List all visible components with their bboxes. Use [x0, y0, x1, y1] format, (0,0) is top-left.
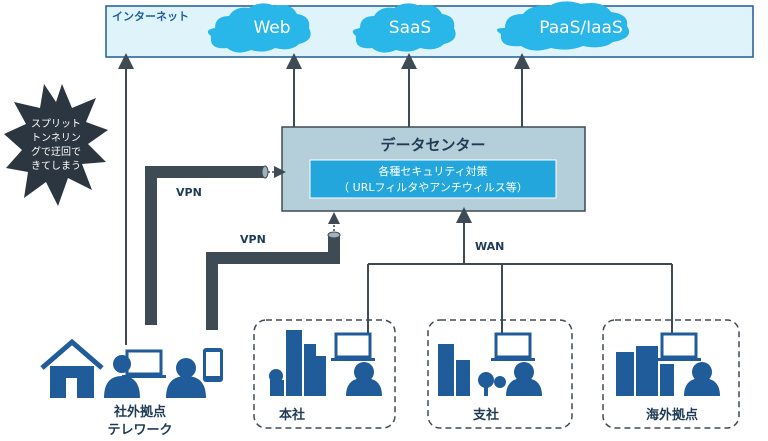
vpn-pipe-1 [145, 165, 286, 325]
head-office-label: 本社 [279, 407, 305, 423]
branch-site: 支社 [427, 319, 573, 429]
remote-site-icons [40, 338, 223, 398]
security-line1: 各種セキュリティ対策 [378, 164, 487, 178]
security-line2: （ URLフィルタやアンチウィルス等） [338, 180, 528, 194]
split-tunnel-callout: スプリット トンネリン グで迂回で きてしまう [4, 84, 108, 206]
vpn-label-2: VPN [240, 233, 266, 246]
head-office-site: 本社 [253, 319, 396, 429]
house-icon [40, 338, 104, 398]
overseas-user-icon [657, 332, 720, 396]
cloud-paas-label: PaaS/IaaS [539, 18, 622, 38]
office-user-icon [331, 332, 382, 396]
branch-user-icon [491, 332, 542, 396]
callout-line-3: グで迂回で [31, 145, 81, 158]
vpn-label-1: VPN [176, 186, 202, 199]
cloud-web-label: Web [253, 18, 290, 38]
laptop-user-icon [104, 349, 166, 398]
datacenter-box: データセンター 各種セキュリティ対策 （ URLフィルタやアンチウィルス等） [281, 126, 586, 212]
remote-label-1: 社外拠点 [113, 404, 166, 420]
cloud-saas-label: SaaS [389, 18, 431, 38]
branch-building-icon [438, 344, 506, 396]
wan-label: WAN [475, 240, 504, 253]
cloud-paas: PaaS/IaaS [496, 1, 630, 51]
wan-tree [367, 207, 673, 345]
internet-box: インターネット Web SaaS PaaS/IaaS [105, 1, 754, 58]
callout-line-4: きてしまう [31, 160, 81, 172]
security-box [309, 159, 557, 199]
office-building-icon [269, 330, 326, 396]
cloud-saas: SaaS [352, 3, 456, 53]
datacenter-title: データセンター [380, 136, 485, 154]
overseas-building-icon [616, 346, 674, 396]
internet-label: インターネット [112, 10, 189, 23]
vpn-pipe-2 [206, 212, 341, 330]
overseas-site: 海外拠点 [602, 319, 740, 429]
overseas-label: 海外拠点 [646, 407, 698, 423]
cloud-web: Web [207, 3, 311, 53]
remote-label-2: テレワーク [107, 423, 172, 438]
branch-label: 支社 [472, 407, 499, 423]
callout-line-2: トンネリン [31, 132, 81, 144]
callout-line-1: スプリット [31, 118, 81, 130]
smartphone-user-icon [166, 348, 223, 398]
